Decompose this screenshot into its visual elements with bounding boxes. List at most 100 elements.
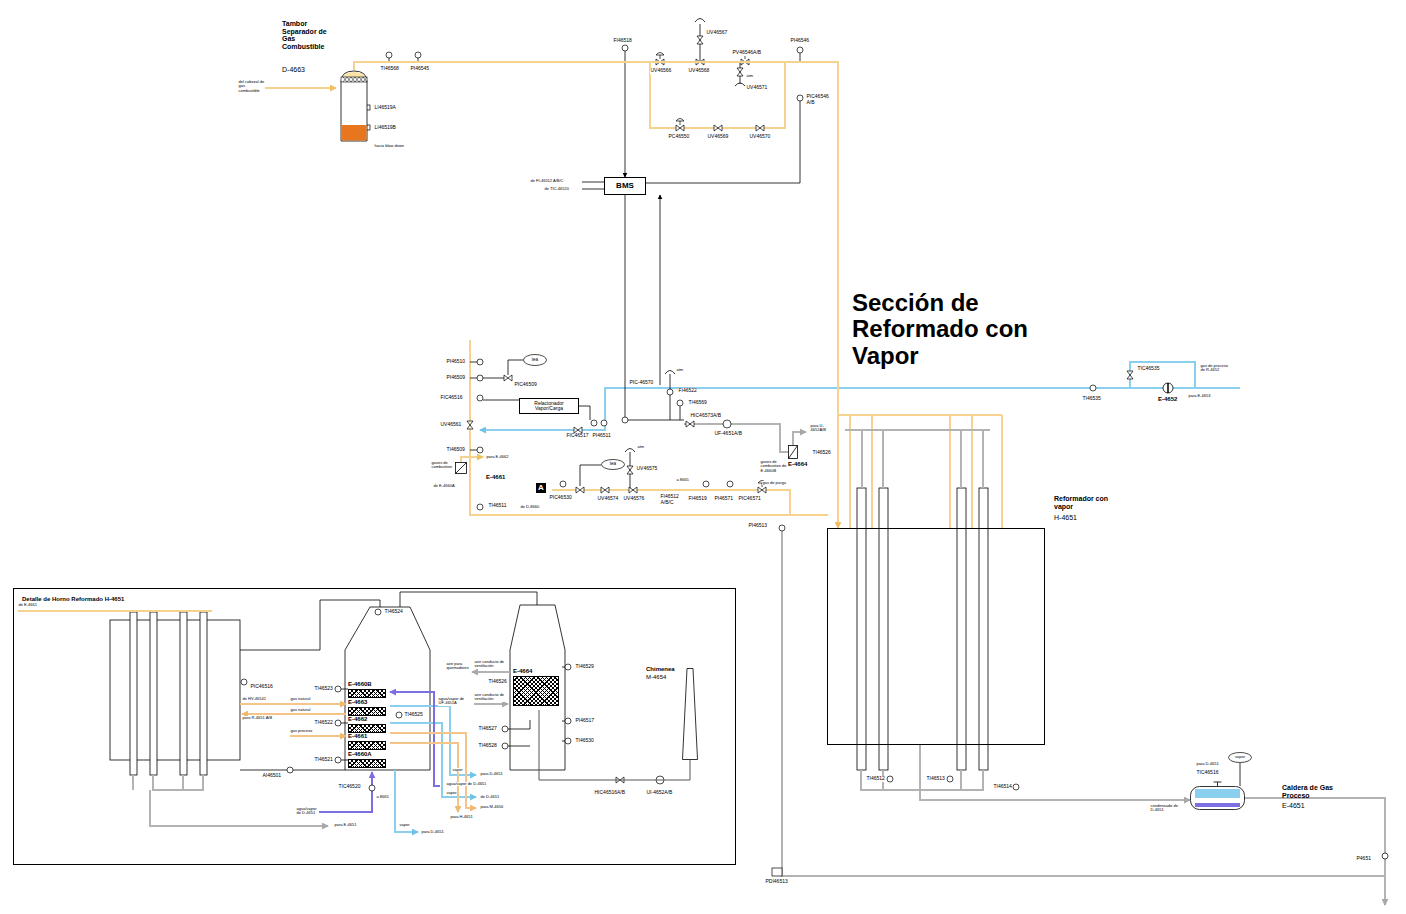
instrument-tag: UV46575 bbox=[636, 466, 658, 472]
line-note: para D-4651 bbox=[421, 830, 444, 834]
node-label: E-4663 bbox=[348, 699, 392, 706]
air-preheater: E-4664 bbox=[513, 668, 565, 710]
node-label: H-4651 bbox=[1054, 514, 1077, 522]
line-note: aire para quemadores bbox=[446, 662, 469, 671]
line-note: gases de combustion bbox=[431, 461, 453, 470]
instrument-tag: TI46511 bbox=[488, 503, 507, 509]
valve-symbols bbox=[467, 36, 1133, 783]
coil-hatch bbox=[348, 707, 386, 716]
instrument-tag: LI46519A bbox=[374, 105, 396, 111]
instrument-tag: UI-4652A/B bbox=[646, 790, 673, 796]
instrument-tag: FIC46516 bbox=[440, 395, 463, 401]
pipe-connector bbox=[920, 745, 1190, 800]
pipe-connector bbox=[354, 62, 838, 528]
pump-outline bbox=[1162, 382, 1174, 394]
exch-outline bbox=[455, 462, 467, 474]
node-label: Chimenea bbox=[646, 666, 675, 673]
line-note: aire conducto de ventilación bbox=[474, 693, 509, 702]
coil-hatch bbox=[348, 724, 386, 733]
node-label: BMS bbox=[616, 182, 634, 191]
line-note: agua/vapor de D-4651 bbox=[296, 807, 319, 816]
section-title: Sección de Reformado con Vapor bbox=[852, 290, 1092, 369]
instrument-tag: HIC46573A/B bbox=[690, 413, 722, 419]
line-note: para E-4651 bbox=[334, 823, 357, 827]
line-note: condensado de D-4651 bbox=[1150, 804, 1181, 813]
instrument-tag: PDI46513 bbox=[765, 879, 788, 885]
instrument-tag: PIC46509 bbox=[514, 382, 537, 388]
line-note: para M-4656 bbox=[480, 805, 504, 809]
instrument-tag: TI46521 bbox=[314, 757, 333, 763]
instrument-tag: UF-4651A/B bbox=[714, 431, 743, 437]
instrument-tag: TIC46516 bbox=[1196, 770, 1219, 776]
node-label: E-4651 bbox=[1282, 802, 1305, 810]
signal-lines bbox=[240, 19, 800, 771]
instrument-tag: PI46546 bbox=[790, 38, 810, 44]
node-label: tea bbox=[532, 358, 538, 363]
node-label: Caldera de Gas Proceso bbox=[1282, 784, 1334, 799]
instrument-tag: PI46517 bbox=[575, 718, 595, 724]
line-note: para E-4653 bbox=[1188, 394, 1211, 398]
line-note: aire conducto de ventilación bbox=[474, 660, 509, 669]
line-note: de FI-46512 A/B/C bbox=[530, 179, 564, 183]
instrument-tag: TI46514 bbox=[993, 784, 1012, 790]
instrument-tag: TI46530 bbox=[575, 738, 594, 744]
instrument-tag: TI46535 bbox=[1082, 396, 1101, 402]
line-note: para H-4651 bbox=[450, 815, 473, 819]
process-gas-lines bbox=[133, 424, 1385, 905]
coil-section: E-4661 bbox=[348, 733, 392, 752]
instrument-tag: PC46550 bbox=[668, 134, 690, 140]
exchanger-symbol: E-4652 bbox=[1162, 382, 1174, 394]
node-label: E-4664 bbox=[513, 668, 565, 675]
instrument-tag: TI46526 bbox=[488, 679, 507, 685]
coil-hatch bbox=[348, 741, 386, 750]
instrument-tag: TI46526 bbox=[812, 450, 831, 456]
node-label: D-4663 bbox=[282, 66, 305, 74]
line-note: de D-8660 bbox=[520, 505, 540, 509]
instrument-tag: UV46571 bbox=[746, 85, 768, 91]
ratio-box: Relacionador Vapor/Carga bbox=[519, 398, 579, 414]
stack: ChimeneaM-4654 bbox=[682, 668, 698, 760]
reformer-furnace: Reformador con vaporH-4651 bbox=[827, 528, 1045, 745]
line-note: a 8665 bbox=[676, 478, 689, 482]
instrument-tag: TI46513 bbox=[926, 776, 945, 782]
gas-feed-lines bbox=[240, 704, 476, 812]
node-label: E-4652 bbox=[1158, 396, 1177, 403]
node-label: Reformador con vapor bbox=[1054, 495, 1114, 510]
instrument-tag: PI46509 bbox=[446, 375, 466, 381]
instrument-tag: TI46529 bbox=[575, 664, 594, 670]
instrument-tag: PIC46516 bbox=[250, 684, 273, 690]
node-label: E-4661 bbox=[348, 733, 392, 740]
instrument-tag: FI46519 bbox=[688, 496, 707, 502]
instrument-tag: UV46576 bbox=[623, 496, 645, 502]
node-label: Relacionador Vapor/Carga bbox=[521, 401, 577, 412]
line-note: de HV-46541 bbox=[242, 697, 266, 701]
steam-oval: vapor bbox=[1228, 752, 1252, 763]
instrument-tag: UV46561 bbox=[440, 422, 462, 428]
line-note: atm bbox=[637, 445, 645, 449]
coil-section: E-4660A bbox=[348, 751, 392, 770]
line-note: agua/vapor de UF-4651A bbox=[438, 697, 471, 706]
instrument-tag: PI46510 bbox=[446, 359, 466, 365]
exchanger-symbol: E-4661 bbox=[455, 462, 467, 474]
node-label: E-4662 bbox=[348, 716, 392, 723]
line-note: de E-4661 bbox=[18, 603, 37, 607]
exch-outline bbox=[788, 445, 798, 459]
line-note: atm bbox=[746, 74, 754, 78]
line-note: hacia blow down bbox=[374, 144, 405, 148]
line-note: atm bbox=[676, 368, 684, 372]
boiler-outline bbox=[1190, 786, 1245, 810]
coil-section: E-4662 bbox=[348, 716, 392, 735]
line-note: gas natural bbox=[290, 708, 311, 712]
instrument-tag: UV46567 bbox=[706, 30, 728, 36]
separator-drum: Tambor Separador de Gas CombustibleD-466… bbox=[340, 70, 368, 142]
instrument-tag: TI46528 bbox=[478, 743, 497, 749]
line-note: de E-4660A bbox=[433, 484, 455, 488]
node-label: Tambor Separador de Gas Combustible bbox=[282, 20, 336, 51]
instrument-tag: UV46568 bbox=[688, 68, 710, 74]
instrument-tag: FI46518 bbox=[613, 38, 632, 44]
line-note: de TIC-46520 bbox=[544, 187, 569, 191]
instrument-tag: HIC46516A/B bbox=[594, 790, 626, 796]
